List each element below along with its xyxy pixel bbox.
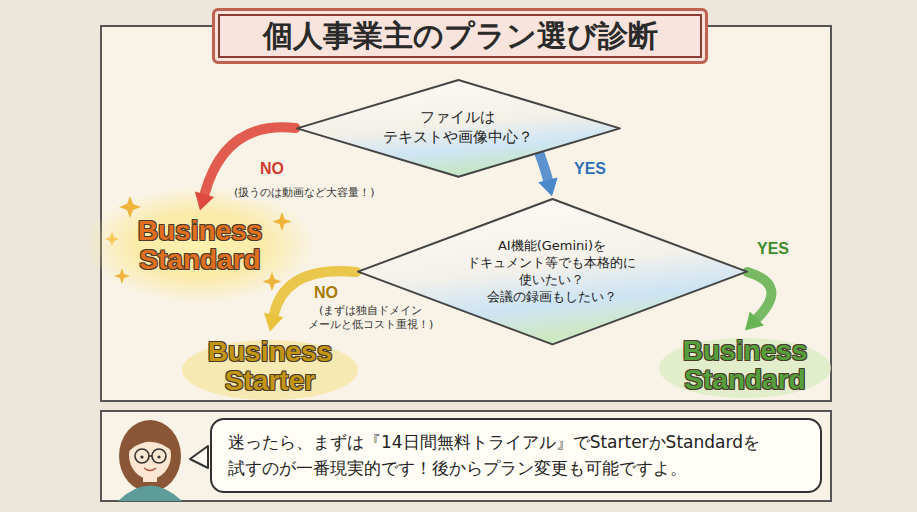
arrow-line: [539, 153, 548, 180]
title-text: 個人事業主のプラン選び診断: [263, 16, 658, 57]
sparkle: [114, 268, 130, 284]
branch-note: (まずは独自ドメイン メールと低コスト重視！): [300, 304, 442, 332]
plan-name: Business Standard: [118, 216, 283, 275]
plan-result: Business Starter: [182, 334, 359, 399]
sparkle: [119, 196, 141, 218]
title-box: 個人事業主のプラン選び診断: [212, 8, 708, 64]
sparkle: [263, 272, 282, 291]
edge-label: NO: [258, 160, 286, 178]
arrow-head: [538, 177, 557, 196]
text-stack: 迷ったら、まずは『14日間無料トライアル』でStarterかStandardを …: [228, 430, 804, 481]
diamond-shape: [297, 80, 620, 177]
arrow-head: [264, 313, 284, 332]
glow: [85, 187, 315, 303]
speech-bubble: 迷ったら、まずは『14日間無料トライアル』でStarterかStandardを …: [210, 418, 822, 493]
text-stack: Business Standard: [663, 336, 828, 395]
sparkle: [105, 232, 119, 246]
text-stack: AI機能(Gemini)を ドキュメント等でも本格的に 使いたい？ 会議の録画も…: [465, 238, 639, 306]
edge-label: NO: [312, 284, 340, 302]
text-stack: ファイルは テキストや画像中心？: [378, 108, 537, 147]
edge-label: YES: [572, 160, 608, 178]
question-text: AI機能(Gemini)を ドキュメント等でも本格的に 使いたい？ 会議の録画も…: [465, 238, 639, 306]
speech-text: 迷ったら、まずは『14日間無料トライアル』でStarterかStandardを …: [228, 430, 804, 481]
branch-note: (扱うのは動画など大容量！): [232, 186, 377, 200]
bubble-tail: [190, 446, 208, 468]
arrow-head: [195, 192, 214, 211]
woman-illustration: [118, 420, 182, 501]
flow-arrow: [538, 153, 557, 197]
plan-result: Business Standard: [112, 213, 289, 278]
plan-result: Business Standard: [657, 333, 834, 398]
edge-label: YES: [755, 240, 791, 258]
text-stack: Business Standard: [118, 216, 283, 275]
plan-name: Business Standard: [663, 336, 828, 395]
arrow-head: [745, 311, 764, 330]
arrow-line: [747, 272, 771, 319]
sparkle: [273, 212, 292, 231]
question-text: ファイルは テキストや画像中心？: [378, 108, 537, 147]
text-stack: Business Starter: [188, 337, 353, 396]
arrow-line: [205, 127, 296, 194]
plan-name: Business Starter: [188, 337, 353, 396]
flow-arrow: [745, 272, 771, 331]
